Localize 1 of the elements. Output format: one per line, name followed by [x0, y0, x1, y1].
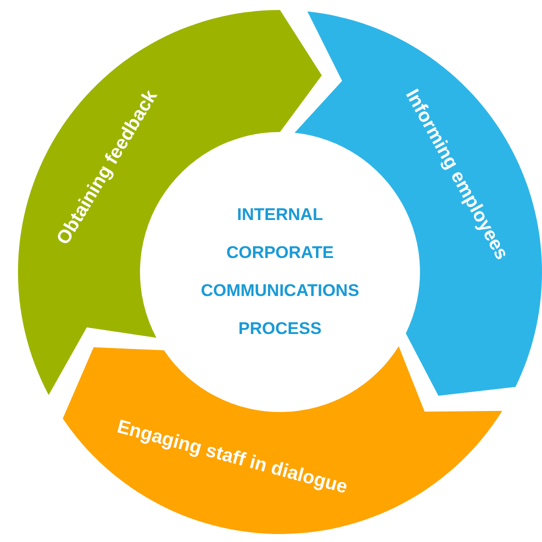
- center-title: INTERNAL CORPORATE COMMUNICATIONS PROCESS: [200, 204, 360, 340]
